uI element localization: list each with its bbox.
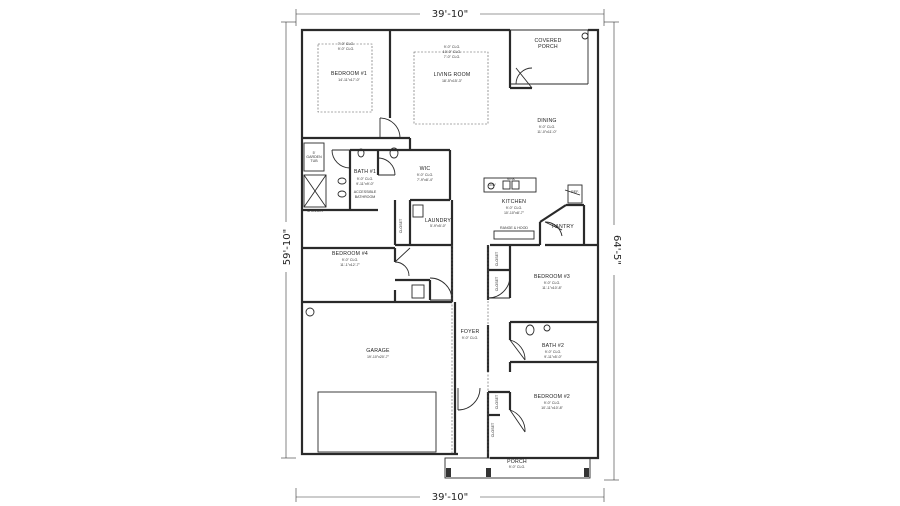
- bedroom1-ceiling: 9'-0" CLG.: [338, 47, 355, 51]
- closet-label-1: CLOSET: [399, 218, 403, 233]
- living-room-name: LIVING ROOM: [434, 72, 471, 78]
- kitchen-island-icon: [483, 177, 537, 193]
- bedroom3-size: 11'-1"x10'-8": [542, 286, 563, 290]
- bottom-width-label: 39'-10": [432, 492, 468, 503]
- covered-porch-line2: PORCH: [538, 44, 558, 50]
- kitchen-name: KITCHEN: [502, 199, 526, 205]
- bath1-name: BATH #1: [354, 169, 376, 175]
- bath2-size: 9'-11"x5'-0": [544, 355, 563, 359]
- dining-name: DINING: [537, 118, 556, 124]
- bedroom4-size: 11'-1"x12'-7": [340, 263, 361, 267]
- sink-icon: [337, 177, 347, 185]
- shower-icon: [303, 174, 327, 208]
- bath1-ceiling: 9'-0" CLG.: [357, 177, 374, 181]
- tub-line1: 5': [313, 151, 316, 155]
- foyer-name: FOYER: [461, 329, 480, 335]
- laundry-size: 5'-9"x5'-0": [430, 224, 447, 228]
- bath1-note1: ACCESSIBLE: [354, 190, 377, 194]
- bedroom2-ceiling: 9'-0" CLG.: [544, 401, 561, 405]
- bath2-name: BATH #2: [542, 343, 564, 349]
- range-label: RANGE & HOOD: [500, 226, 528, 230]
- porch-ceiling: 9'-0" CLG.: [509, 465, 526, 469]
- refrigerator-icon: [567, 184, 583, 204]
- water-heater-icon: [411, 284, 425, 299]
- garage-door: [317, 391, 437, 453]
- kitchen-ceiling: 9'-0" CLG.: [506, 206, 523, 210]
- dimension-bottom: 39'-10": [295, 488, 605, 503]
- bath1-size: 9'-11"x9'-0": [356, 182, 375, 186]
- bedroom4-ceiling: 9'-0" CLG.: [342, 258, 359, 262]
- closet-label-3: CLOSET: [495, 276, 499, 291]
- left-depth-label: 59'-10": [282, 229, 293, 265]
- kitchen-size: 10'-10"x8'-7": [504, 211, 525, 215]
- sink-label: SINK: [507, 177, 516, 181]
- bedroom4-name: BEDROOM #4: [332, 251, 368, 257]
- sink-icon: [337, 190, 347, 198]
- dimension-left: 59'-10": [279, 21, 296, 459]
- dimension-right: 64'-5": [604, 21, 622, 481]
- fixtures: [303, 32, 591, 479]
- pantry-name: PANTRY: [552, 224, 574, 230]
- ceiling-trays: [317, 43, 489, 454]
- living-ceiling-b: 10'-0" CLG.: [443, 50, 462, 54]
- bedroom2-size: 10'-11"x10'-8": [541, 406, 564, 410]
- range-icon: [493, 230, 535, 240]
- shower-label: SHOWER: [307, 209, 324, 213]
- room-labels: 7'-0" CLG. 9'-0" CLG. BEDROOM #1 14'-11"…: [306, 38, 579, 469]
- living-ceiling-c: 7'-0" CLG.: [444, 55, 461, 59]
- garage-size: 19'-10"x20'-7": [367, 355, 390, 359]
- porch-name: PORCH: [507, 459, 527, 465]
- bath2-ceiling: 9'-0" CLG.: [545, 350, 562, 354]
- toilet-icon: [389, 147, 399, 159]
- bedroom3-name: BEDROOM #3: [534, 274, 570, 280]
- sink-icon: [543, 324, 551, 332]
- living-room-size: 18'-5"x15'-3": [442, 79, 463, 83]
- tub-line2: GARDEN: [306, 155, 322, 159]
- dining-size: 11'-0"x11'-0": [537, 130, 557, 134]
- top-width-label: 39'-10": [432, 9, 468, 20]
- wic-ceiling: 9'-0" CLG.: [417, 173, 434, 177]
- laundry-name: LAUNDRY: [425, 218, 451, 224]
- closet-label-5: CLOSET: [491, 422, 495, 437]
- bedroom2-name: BEDROOM #2: [534, 394, 570, 400]
- doors: [331, 67, 581, 433]
- dining-ceiling: 9'-0" CLG.: [539, 125, 556, 129]
- closet-label-4: CLOSET: [495, 394, 499, 409]
- living-ceiling-a: 9'-0" CLG.: [444, 45, 461, 49]
- closet-label-2: CLOSET: [495, 251, 499, 266]
- garden-tub-icon: [303, 142, 325, 172]
- ref-label: REF.: [571, 190, 579, 194]
- bath1-note2: BATHROOM: [355, 195, 376, 199]
- dw-label: D/W: [489, 183, 497, 187]
- garage-name: GARAGE: [366, 348, 390, 354]
- sink-icon: [357, 148, 365, 158]
- bedroom1-size: 14'-11"x17'-0": [338, 78, 361, 82]
- bedroom1-name: BEDROOM #1: [331, 71, 367, 77]
- right-depth-label: 64'-5": [611, 235, 622, 265]
- wic-size: 7'-9"x8'-4": [417, 178, 434, 182]
- covered-porch-line1: COVERED: [534, 38, 561, 44]
- bedroom1-tray: 7'-0" CLG.: [338, 42, 355, 46]
- toilet-icon: [525, 324, 535, 336]
- washer-icon: [412, 204, 424, 218]
- porch-slab: [444, 457, 591, 479]
- foyer-ceiling: 9'-0" CLG.: [462, 336, 479, 340]
- bedroom3-ceiling: 9'-0" CLG.: [544, 281, 561, 285]
- tub-line3: TUB: [310, 159, 318, 163]
- dimension-top: 39'-10": [295, 6, 605, 26]
- wic-name: WIC: [420, 166, 431, 172]
